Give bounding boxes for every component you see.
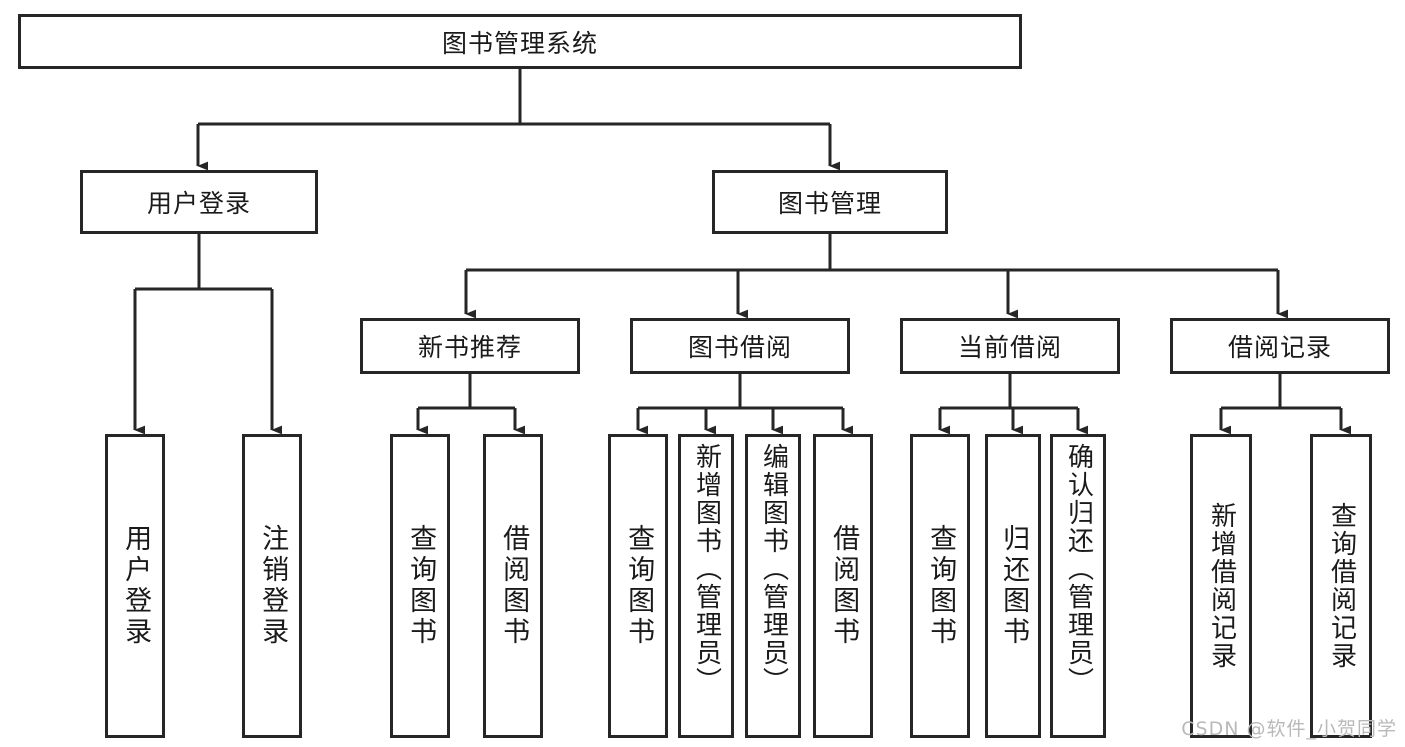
node-leaf-query-book-3-label: 查询图书 <box>925 524 957 648</box>
node-leaf-add-book-label: 新增图书（管理员） <box>691 443 722 695</box>
node-leaf-query-book-1-label: 查询图书 <box>405 524 437 648</box>
node-book-borrow-label: 图书借阅 <box>687 333 792 362</box>
node-root-label: 图书管理系统 <box>441 28 598 58</box>
node-current-borrow-label: 当前借阅 <box>957 333 1062 362</box>
node-leaf-logout-label: 注销登录 <box>257 524 289 648</box>
node-root[interactable]: 图书管理系统 <box>18 14 1022 69</box>
node-leaf-edit-book-label: 编辑图书（管理员） <box>758 443 789 695</box>
node-leaf-query-record[interactable]: 查询借阅记录 <box>1310 434 1372 738</box>
node-leaf-borrow-book-2-label: 借阅图书 <box>828 524 860 648</box>
node-new-book-rec[interactable]: 新书推荐 <box>360 318 580 374</box>
node-leaf-confirm-return[interactable]: 确认归还（管理员） <box>1050 434 1106 738</box>
node-book-borrow[interactable]: 图书借阅 <box>630 318 850 374</box>
node-book-manage-label: 图书管理 <box>777 189 882 218</box>
node-leaf-user-login[interactable]: 用户登录 <box>105 434 165 738</box>
node-leaf-query-book-3[interactable]: 查询图书 <box>910 434 970 738</box>
node-leaf-logout[interactable]: 注销登录 <box>242 434 302 738</box>
node-leaf-return-book-label: 归还图书 <box>998 524 1030 648</box>
node-leaf-borrow-book-1[interactable]: 借阅图书 <box>483 434 543 738</box>
node-leaf-query-book-1[interactable]: 查询图书 <box>390 434 450 738</box>
node-book-manage[interactable]: 图书管理 <box>712 170 948 234</box>
node-new-book-rec-label: 新书推荐 <box>417 333 522 362</box>
node-leaf-add-record-label: 新增借阅记录 <box>1206 502 1237 670</box>
node-leaf-user-login-label: 用户登录 <box>120 524 152 648</box>
node-user-login[interactable]: 用户登录 <box>80 170 318 234</box>
node-leaf-return-book[interactable]: 归还图书 <box>985 434 1041 738</box>
node-leaf-query-book-2-label: 查询图书 <box>623 524 655 648</box>
node-current-borrow[interactable]: 当前借阅 <box>900 318 1120 374</box>
node-user-login-label: 用户登录 <box>146 189 251 218</box>
node-leaf-add-record[interactable]: 新增借阅记录 <box>1190 434 1252 738</box>
node-leaf-add-book[interactable]: 新增图书（管理员） <box>678 434 734 738</box>
node-leaf-query-book-2[interactable]: 查询图书 <box>608 434 668 738</box>
node-leaf-confirm-return-label: 确认归还（管理员） <box>1063 443 1094 695</box>
node-leaf-borrow-book-2[interactable]: 借阅图书 <box>813 434 873 738</box>
watermark-text: CSDN @软件_小贺同学 <box>1181 718 1397 740</box>
node-leaf-borrow-book-1-label: 借阅图书 <box>498 524 530 648</box>
node-borrow-record-label: 借阅记录 <box>1227 333 1332 362</box>
node-leaf-query-record-label: 查询借阅记录 <box>1326 502 1357 670</box>
node-leaf-edit-book[interactable]: 编辑图书（管理员） <box>745 434 801 738</box>
node-borrow-record[interactable]: 借阅记录 <box>1170 318 1390 374</box>
